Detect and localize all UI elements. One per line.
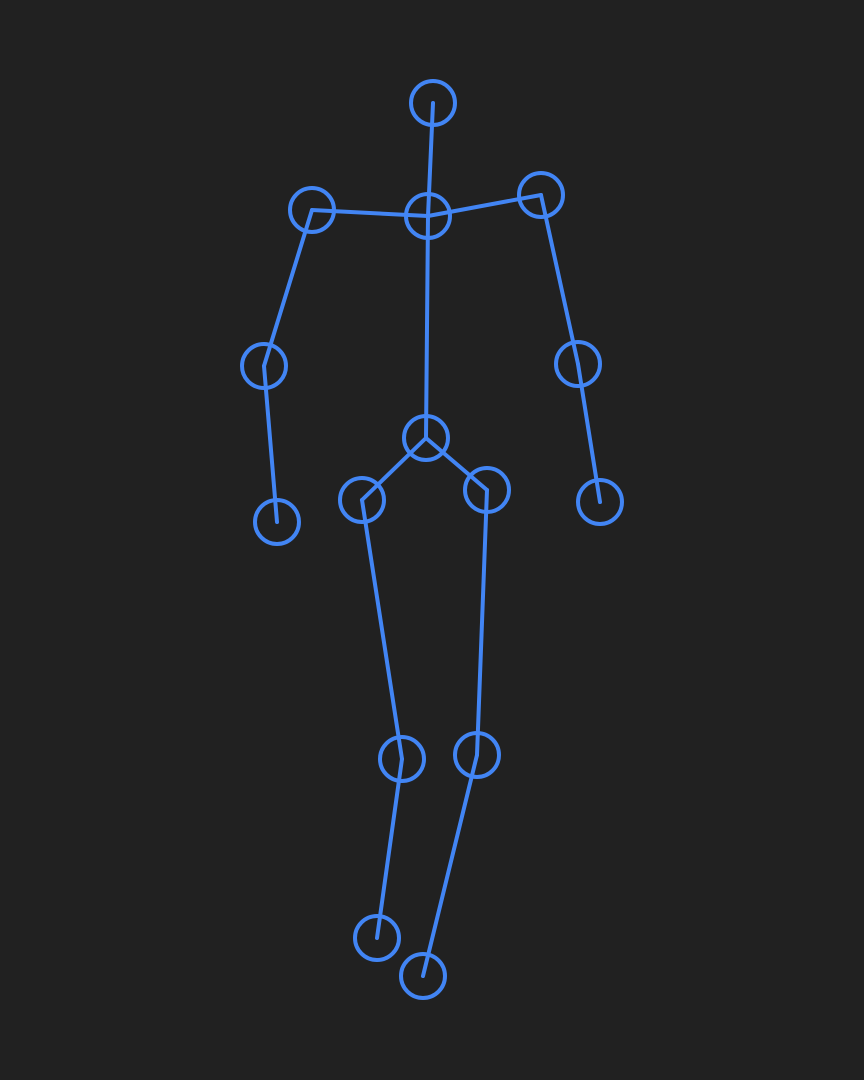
joint-right-hip bbox=[338, 476, 386, 524]
joint-right-shoulder bbox=[288, 186, 336, 234]
joint-right-knee bbox=[378, 735, 426, 783]
joint-right-elbow bbox=[240, 342, 288, 390]
joints-layer bbox=[240, 79, 624, 1000]
bone-pelvis-to-left-hip bbox=[424, 436, 489, 492]
bone-right-knee-to-right-ankle bbox=[375, 757, 404, 940]
bone-right-elbow-to-right-wrist bbox=[262, 364, 279, 524]
joint-left-knee bbox=[453, 731, 501, 779]
joint-left-hip bbox=[463, 466, 511, 514]
bone-right-shoulder-to-right-elbow bbox=[262, 208, 314, 368]
bone-pelvis-to-right-hip bbox=[360, 436, 428, 502]
joint-neck bbox=[404, 192, 452, 240]
joint-right-ankle bbox=[353, 914, 401, 962]
bone-right-hip-to-right-knee bbox=[360, 498, 404, 761]
joint-left-ankle bbox=[399, 952, 447, 1000]
joint-right-wrist bbox=[253, 498, 301, 546]
joint-pelvis bbox=[402, 414, 450, 462]
bone-left-hip-to-left-knee bbox=[475, 488, 489, 757]
bones-layer bbox=[262, 101, 602, 978]
bone-left-knee-to-left-ankle bbox=[421, 753, 479, 978]
joint-left-shoulder bbox=[517, 171, 565, 219]
joint-head bbox=[409, 79, 457, 127]
joint-left-wrist bbox=[576, 478, 624, 526]
bone-neck-to-pelvis bbox=[424, 214, 430, 440]
bone-neck-to-left-shoulder bbox=[426, 193, 543, 218]
bone-left-shoulder-to-left-elbow bbox=[539, 193, 580, 366]
bone-neck-to-right-shoulder bbox=[310, 208, 430, 218]
joint-left-elbow bbox=[554, 340, 602, 388]
bone-head-to-neck bbox=[426, 101, 435, 218]
